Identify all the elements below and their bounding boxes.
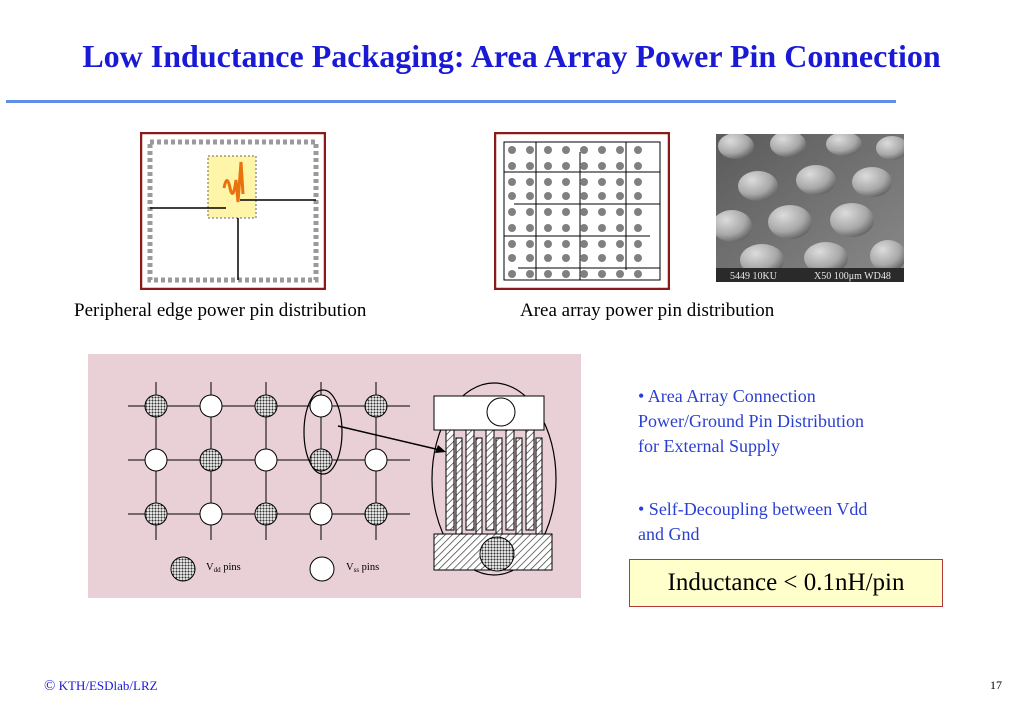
area-array-pin-diagram xyxy=(494,132,670,290)
pin-diagram-panel: Vdd pins Vss pins xyxy=(88,354,581,598)
vdd-legend-icon xyxy=(170,556,196,582)
title-divider xyxy=(6,100,896,103)
inductance-highlight: Inductance < 0.1nH/pin xyxy=(629,559,943,607)
interdigitated-capacitor-cross-section xyxy=(431,382,557,576)
selected-pin-pair-outline xyxy=(303,389,343,475)
vdd-legend-label: Vdd pins xyxy=(206,562,241,574)
page-number: 17 xyxy=(990,678,1002,692)
footer-text: KTH/ESDlab/LRZ xyxy=(58,678,158,693)
bullet-self-decoupling: • Self-Decoupling between Vdd and Gnd xyxy=(638,499,868,544)
vss-legend-label: Vss pins xyxy=(346,562,379,574)
sem-label-left: 5449 10KU xyxy=(730,271,778,282)
sem-label-right: X50 100μm WD48 xyxy=(814,271,891,282)
area-array-caption: Area array power pin distribution xyxy=(520,300,775,321)
copyright-symbol: © xyxy=(44,678,56,694)
vdd-vss-pin-diagram: Vdd pins Vss pins xyxy=(128,382,557,582)
vss-legend-icon xyxy=(309,556,335,582)
noise-squiggle-icon xyxy=(222,161,245,203)
bullet-area-array-connection: • Area Array Connection Power/Ground Pin… xyxy=(638,386,865,456)
slide-title: Low Inductance Packaging: Area Array Pow… xyxy=(82,38,941,74)
peripheral-pin-diagram xyxy=(140,132,326,290)
peripheral-caption: Peripheral edge power pin distribution xyxy=(74,300,367,321)
sem-solder-bump-image: 5449 10KU X50 100μm WD48 xyxy=(716,134,904,282)
footer: © KTH/ESDlab/LRZ xyxy=(44,678,158,695)
